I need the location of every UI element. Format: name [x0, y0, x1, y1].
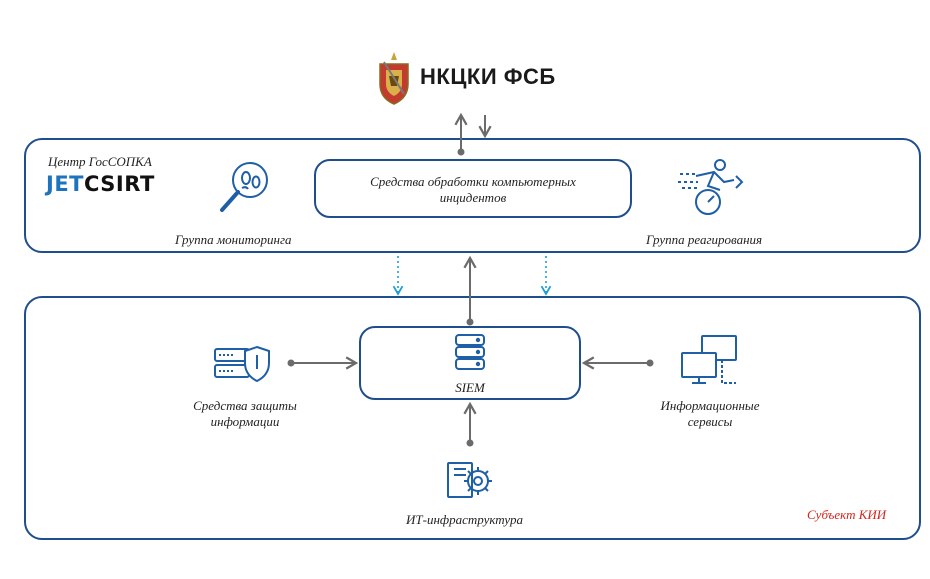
gossopka-center-frame	[24, 138, 921, 253]
database-icon	[452, 332, 488, 372]
fsb-emblem-icon	[376, 50, 412, 106]
page-title: НКЦКИ ФСБ	[420, 64, 556, 89]
monitoring-group-label: Группа мониторинга	[175, 232, 292, 247]
arrow-up-origin	[457, 148, 465, 156]
info-services-label: Информационные сервисы	[660, 398, 760, 429]
brand-csirt: CSIRT	[83, 172, 155, 196]
monitors-icon	[678, 333, 740, 389]
arrow-siem-origin	[466, 318, 474, 326]
fingerprint-magnifier-icon	[214, 158, 274, 218]
brand-jet: JET	[46, 172, 84, 196]
gossopka-label: Центр ГосСОПКА	[48, 154, 152, 169]
jetcsirt-logo: JETCSIRT	[46, 172, 155, 196]
processing-tools-label: Средства обработки компьютерных инцидент…	[370, 174, 576, 205]
gear-document-icon	[444, 457, 496, 503]
protection-tools-label: Средства защиты информации	[193, 398, 297, 429]
processing-tools-box	[314, 159, 632, 218]
siem-label: SIEM	[455, 380, 485, 395]
subject-kii-label: Субъект КИИ	[807, 507, 887, 522]
runner-speedometer-icon	[674, 156, 744, 218]
it-infra-label: ИТ-инфраструктура	[406, 512, 523, 527]
shield-server-icon	[213, 343, 273, 383]
siem-box	[359, 326, 581, 400]
subject-kii-frame	[24, 296, 921, 540]
response-group-label: Группа реагирования	[646, 232, 763, 247]
